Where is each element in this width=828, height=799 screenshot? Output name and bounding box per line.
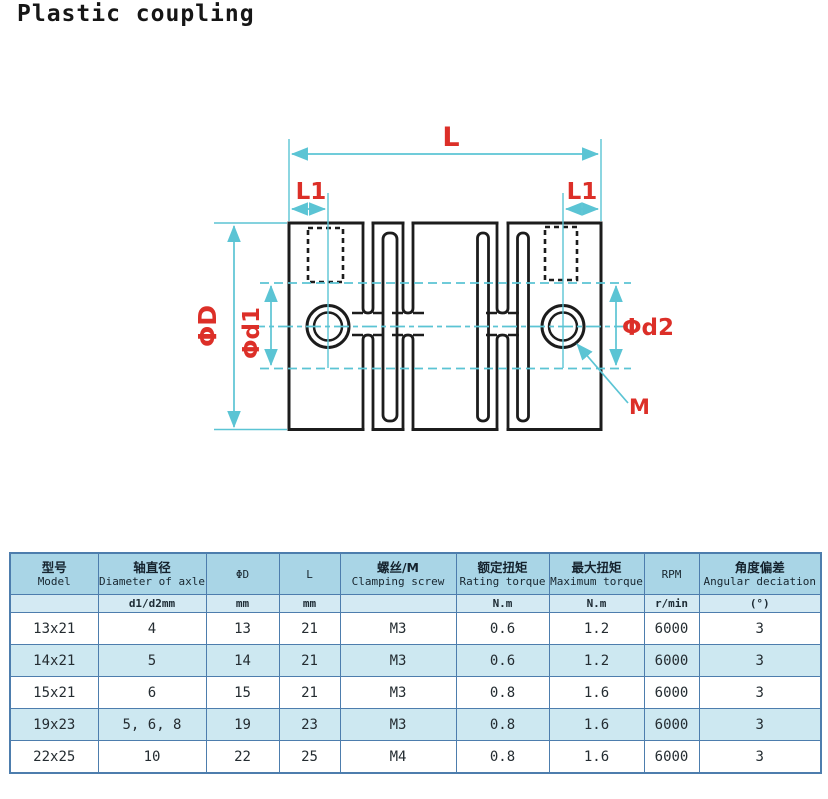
- label-phid2: Φd2: [622, 315, 674, 341]
- flex-slits: [352, 223, 530, 430]
- page-title: Plastic coupling: [17, 1, 255, 27]
- label-phid1: Φd1: [239, 307, 265, 359]
- coupling-technical-drawing: L L1 L1 ΦD Φd1 Φd2 M: [193, 122, 674, 431]
- label-L1-right: L1: [567, 179, 598, 205]
- column-header-phiD: ΦD: [205, 552, 280, 595]
- label-L1-left: L1: [296, 179, 327, 205]
- dimension-lines: [214, 139, 631, 431]
- table-row: 14x21 5 14 21 M3 0.6 1.2 6000 3: [9, 644, 822, 677]
- column-header-L: L: [278, 552, 341, 595]
- table-row: 22x25 10 22 25 M4 0.8 1.6 6000 3: [9, 740, 822, 774]
- table-row: 13x21 4 13 21 M3 0.6 1.2 6000 3: [9, 612, 822, 645]
- table-units-row: d1/d2mm mm mm N.m N.m r/min (°): [9, 594, 822, 613]
- label-L: L: [442, 122, 459, 153]
- column-header-rpm: RPM: [643, 552, 700, 595]
- set-screw-bores: [306, 225, 579, 284]
- label-M: M: [629, 395, 650, 419]
- dimension-labels: L L1 L1 ΦD Φd1 Φd2 M: [193, 122, 674, 419]
- table-row: 15x21 6 15 21 M3 0.8 1.6 6000 3: [9, 676, 822, 709]
- table-row: 19x23 5, 6, 8 19 23 M3 0.8 1.6 6000 3: [9, 708, 822, 741]
- label-phiD: ΦD: [193, 305, 222, 347]
